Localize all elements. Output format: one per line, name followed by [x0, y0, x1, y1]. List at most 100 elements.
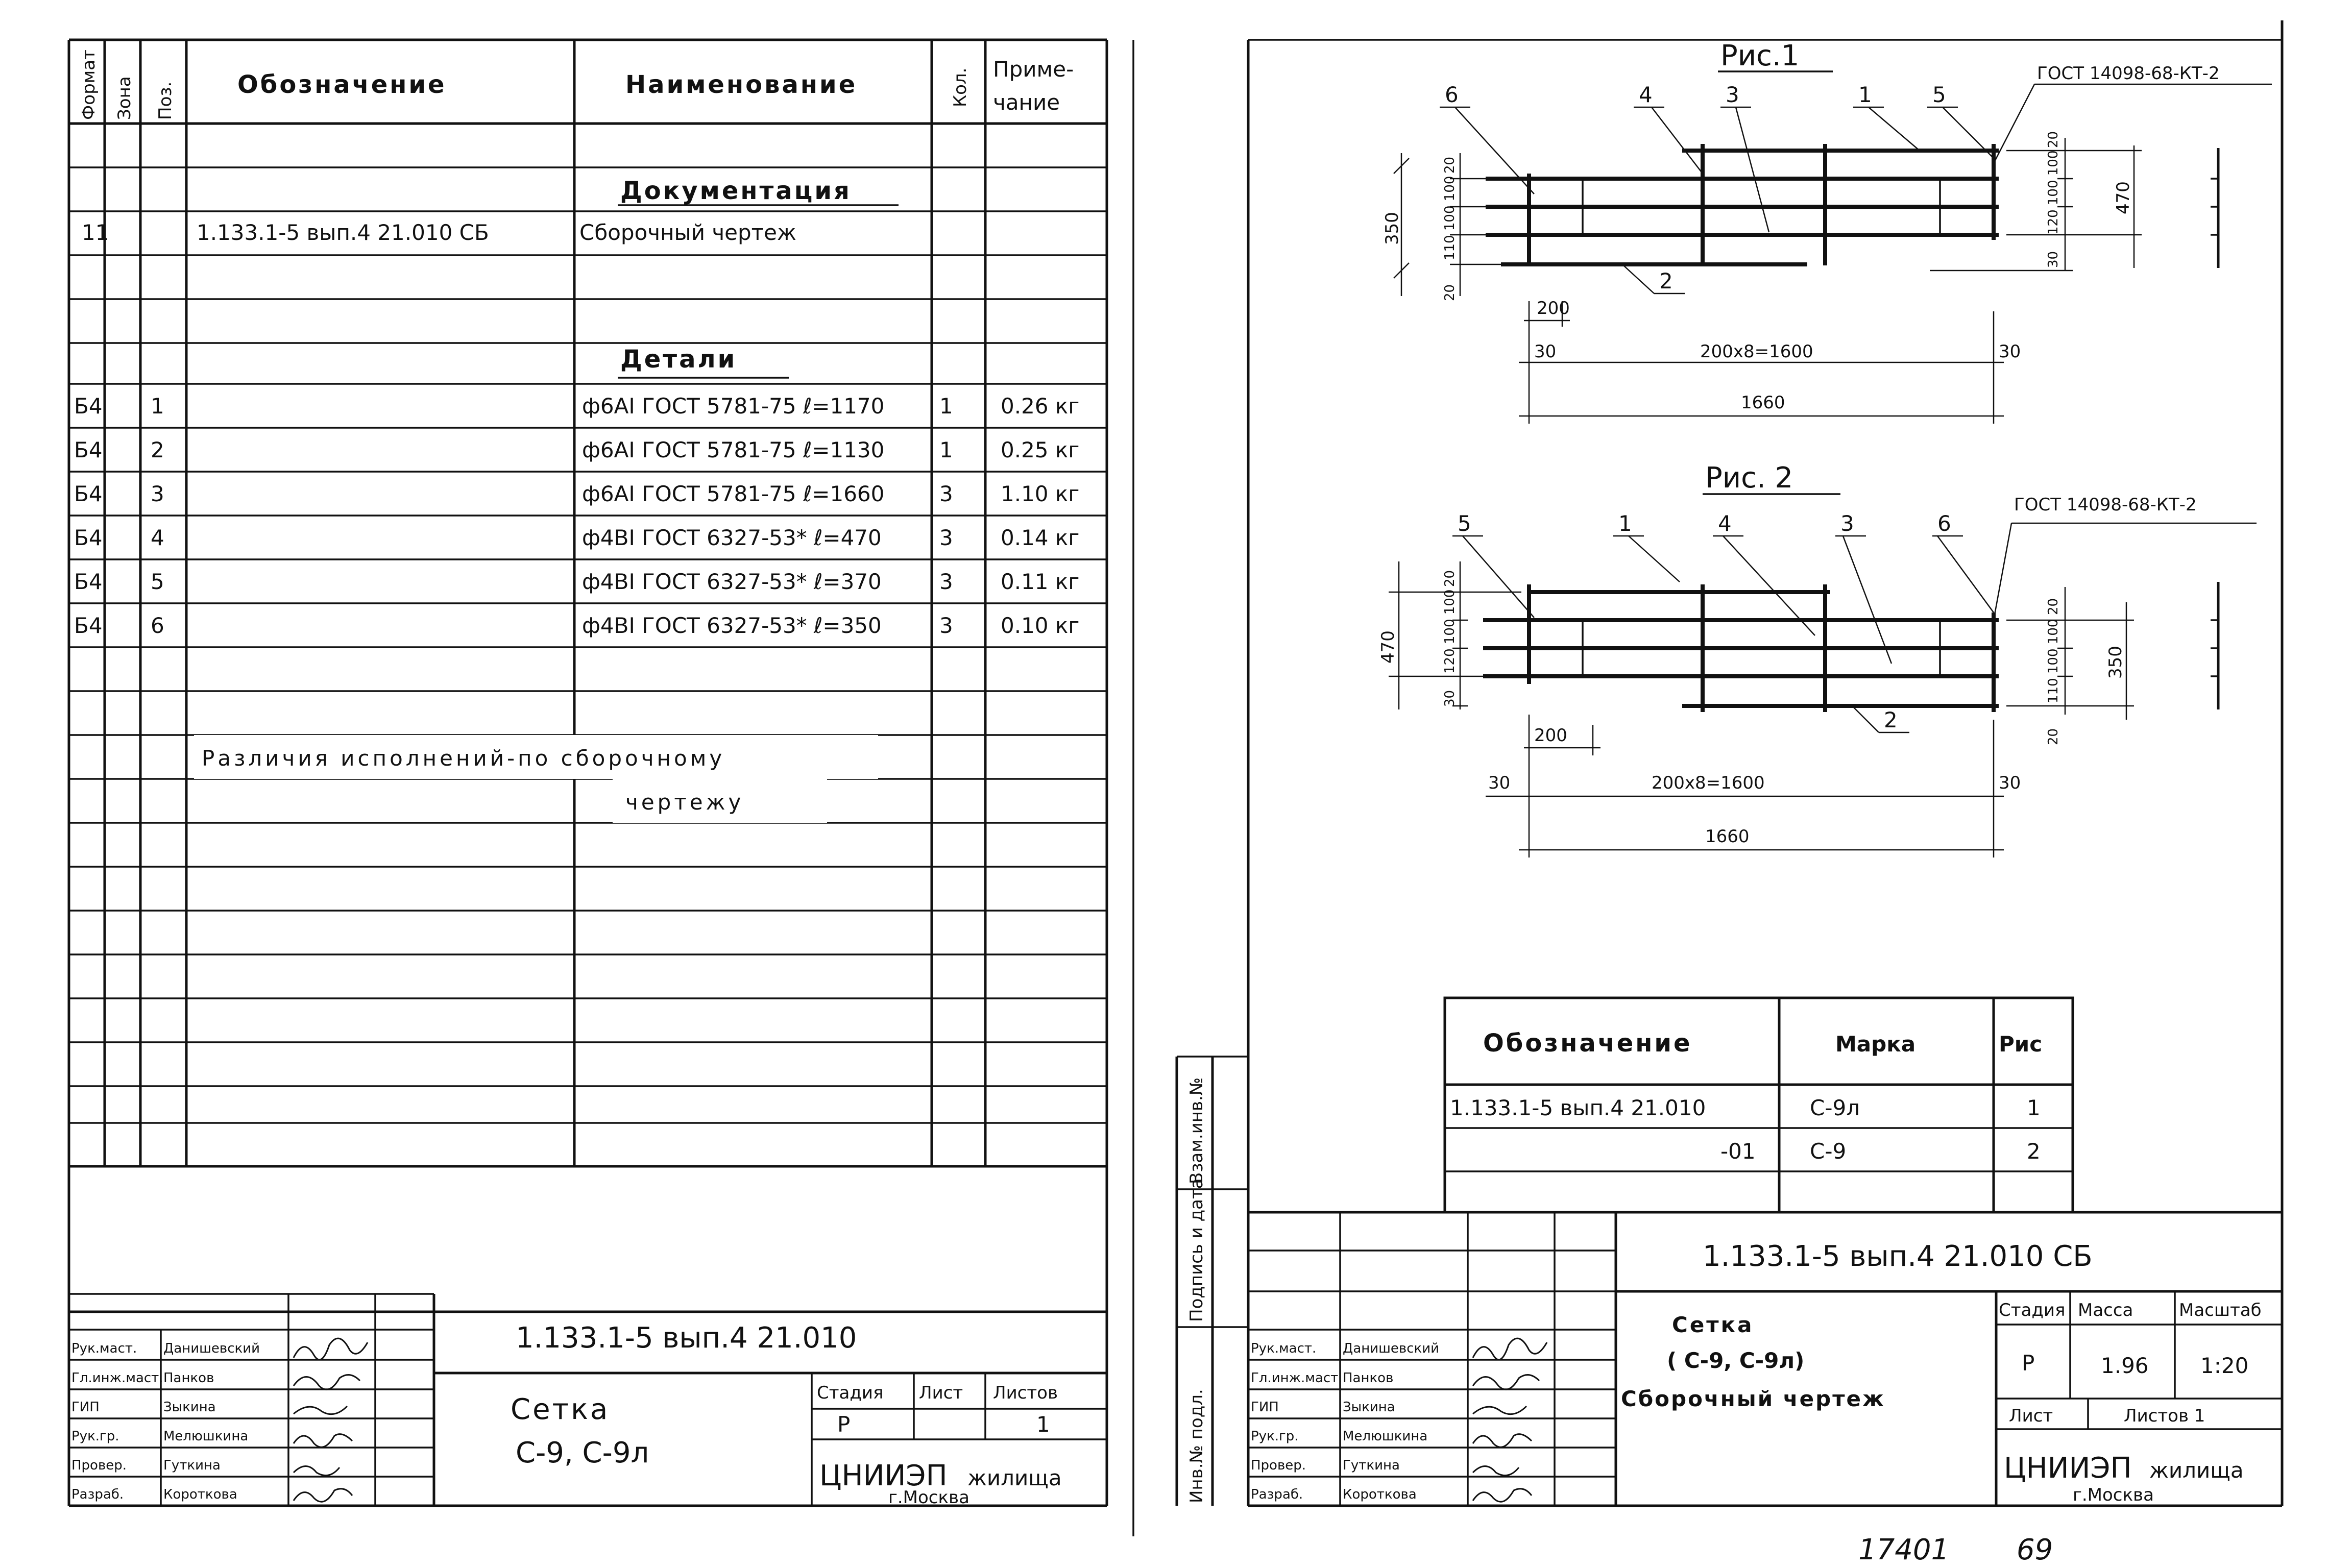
row-qty: 3: [939, 569, 953, 594]
row-qty: 3: [939, 525, 953, 550]
fig1-right-chain: 120 100 100: [2046, 151, 2061, 235]
fig2-callout-5: 5: [1458, 511, 1471, 536]
marks-header-designation: Обозначение: [1483, 1029, 1692, 1058]
role: Рук.маст.: [1251, 1341, 1316, 1356]
left-stamp-org2: жилища: [967, 1465, 1062, 1490]
marks-table: Обозначение Марка Рис 1.133.1-5 вып.4 21…: [1443, 996, 2074, 1214]
row-name: ф4ВI ГОСТ 6327-53* ℓ=370: [582, 569, 882, 594]
fig2-title: Рис. 2: [1705, 461, 1793, 495]
right-stamp-title3: Сборочный чертеж: [1621, 1386, 1885, 1411]
role: ГИП: [1251, 1400, 1279, 1415]
fig1-callout-3: 3: [1726, 82, 1739, 107]
marks-row-fig: 1: [2027, 1095, 2041, 1120]
left-stamp-title2: С-9, С-9л: [516, 1436, 649, 1469]
person-name: Зыкина: [1343, 1400, 1395, 1415]
fig2-step: 200: [1534, 725, 1567, 746]
row-qty: 1: [939, 394, 953, 419]
left-stamp-stage-label: Стадия: [817, 1383, 883, 1403]
row-note: 0.25 кг: [1001, 437, 1079, 462]
left-stamp-sheets: 1: [1036, 1412, 1050, 1437]
variants-note-line2: чертежу: [625, 790, 744, 815]
row-format: Б4: [74, 394, 103, 419]
row-pos: 3: [151, 481, 164, 506]
row-format: Б4: [74, 613, 103, 638]
fig1-callout-2: 2: [1659, 268, 1673, 293]
left-signatures: [293, 1337, 369, 1503]
table-row: -01 С-9 2: [1720, 1139, 2041, 1164]
marks-row-designation: 1.133.1-5 вып.4 21.010: [1450, 1095, 1706, 1120]
fig2-right-total: 350: [2105, 646, 2126, 679]
footer-number-2: 69: [2017, 1533, 2053, 1566]
header-designation: Обозначение: [237, 70, 447, 99]
row-note: 1.10 кг: [1001, 481, 1079, 506]
header-note-2: чание: [993, 90, 1060, 115]
right-stamp-scale-label: Масштаб: [2179, 1300, 2262, 1320]
role: Гл.инж.маст.: [1251, 1370, 1343, 1386]
right-stamp-title2: ( С-9, С-9л): [1667, 1348, 1804, 1373]
figure-1: Рис.1 ГОСТ 14098-68-КТ-2 6 4 3 1 5 2: [1382, 39, 2272, 424]
right-stamp-org1: ЦНИИЭП: [2004, 1452, 2132, 1485]
doc-row-designation: 1.133.1-5 вып.4 21.010 СБ: [197, 220, 489, 245]
row-note: 0.14 кг: [1001, 525, 1079, 550]
drawing-sheet-right: Инв.№ подл. Подпись и дата Взам.инв.№ Ри…: [1175, 20, 2284, 1507]
fig1-right-total: 470: [2113, 181, 2133, 214]
right-stamp-mass: 1.96: [2101, 1353, 2149, 1378]
spec-row-lines: [69, 166, 1107, 1168]
role: Рук.гр.: [1251, 1429, 1298, 1444]
fig2-gost: ГОСТ 14098-68-КТ-2: [2014, 495, 2197, 515]
header-name: Наименование: [625, 70, 857, 99]
right-stamp-title1: Сетка: [1672, 1312, 1754, 1337]
row-format: Б4: [74, 481, 103, 506]
row-note: 0.10 кг: [1001, 613, 1079, 638]
table-row: Б4 2 ф6АI ГОСТ 5781-75 ℓ=1130 1 0.25 кг: [74, 437, 1079, 462]
header-qty: Кол.: [950, 68, 971, 107]
fig1-callout-6: 6: [1445, 82, 1459, 107]
parts-rows: Б4 1 ф6АI ГОСТ 5781-75 ℓ=1170 1 0.26 кг …: [74, 394, 1079, 638]
row-pos: 5: [151, 569, 164, 594]
table-row: Б4 6 ф4ВI ГОСТ 6327-53* ℓ=350 3 0.10 кг: [74, 613, 1079, 638]
right-stamp-org3: г.Москва: [2073, 1485, 2154, 1505]
fig2-callout-4: 4: [1718, 511, 1732, 536]
left-stamp-title1: Сетка: [511, 1393, 610, 1426]
role: Гл.инж.маст.: [71, 1370, 163, 1386]
side-label-sign-date: Подпись и дата: [1186, 1178, 1207, 1322]
person-name: Гуткина: [163, 1458, 221, 1473]
left-stamp-org3: г.Москва: [888, 1487, 969, 1508]
fig2-left-total: 470: [1378, 630, 1398, 664]
table-row: Б4 5 ф4ВI ГОСТ 6327-53* ℓ=370 3 0.11 кг: [74, 569, 1079, 594]
side-label-inv-orig: Инв.№ подл.: [1186, 1389, 1207, 1503]
fig1-callout-1: 1: [1858, 82, 1872, 107]
person-name: Данишевский: [1343, 1341, 1439, 1356]
marks-row-designation: -01: [1720, 1139, 1756, 1164]
fig1-left-top: 20: [1442, 157, 1458, 174]
table-row: 1.133.1-5 вып.4 21.010 С-9л 1: [1450, 1095, 2041, 1120]
left-stamp-sheets-label: Листов: [993, 1383, 1058, 1403]
row-name: ф6АI ГОСТ 5781-75 ℓ=1130: [582, 437, 884, 462]
row-note: 0.11 кг: [1001, 569, 1079, 594]
person-name: Короткова: [1343, 1487, 1417, 1502]
row-format: Б4: [74, 569, 103, 594]
role: Рук.маст.: [71, 1341, 137, 1356]
row-qty: 3: [939, 613, 953, 638]
header-zone: Зона: [114, 76, 135, 120]
fig1-right-top: 20: [2046, 131, 2061, 148]
row-name: ф4ВI ГОСТ 6327-53* ℓ=470: [582, 525, 882, 550]
fig1-left-off: 30: [1534, 341, 1556, 362]
fig2-callout-6: 6: [1937, 511, 1951, 536]
marks-header-fig: Рис: [1999, 1032, 2042, 1057]
fig2-left-top: 20: [1442, 570, 1458, 587]
variants-note-line1: Различия исполнений-по сборочному: [202, 746, 725, 771]
right-signatures: [1472, 1337, 1548, 1503]
person-name: Мелюшкина: [163, 1429, 248, 1444]
row-name: ф6АI ГОСТ 5781-75 ℓ=1170: [582, 394, 884, 419]
fig1-left-chain: 110 100 100: [1442, 176, 1458, 260]
fig1-span: 200х8=1600: [1700, 341, 1813, 362]
marks-header-mark: Марка: [1835, 1032, 1915, 1057]
fig1-right-off: 30: [1999, 341, 2021, 362]
fig2-callout-2: 2: [1884, 707, 1898, 732]
fig2-span: 200х8=1600: [1652, 773, 1765, 793]
person-name: Гуткина: [1343, 1458, 1400, 1473]
row-pos: 2: [151, 437, 164, 462]
header-pos: Поз.: [155, 82, 176, 120]
